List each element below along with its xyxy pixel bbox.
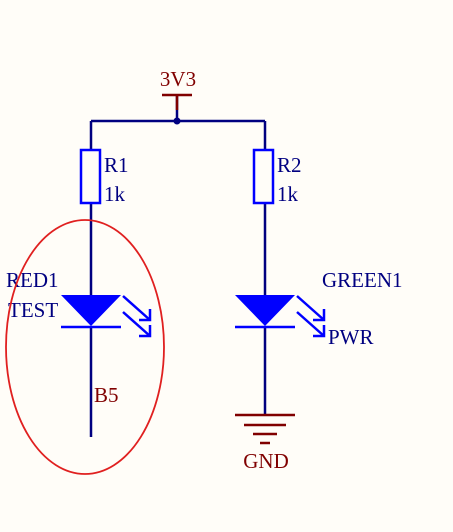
ground-symbol [235,413,295,445]
resistor-r2-value: 1k [277,182,299,206]
led-green1-designator: GREEN1 [322,268,403,292]
led-red1-designator: RED1 [6,268,59,292]
led-red1-emission-arrows-icon [122,295,152,338]
resistor-r2-designator: R2 [277,153,302,177]
ground-label: GND [243,449,289,473]
resistor-r2: R2 1k [252,148,302,206]
led-diode-icon [235,295,295,326]
net-label-b5: B5 [94,383,119,407]
led-green1-comment: PWR [328,325,374,349]
power-symbol-3v3: 3V3 [160,67,196,110]
led-diode-icon [61,295,121,326]
led-green1-emission-arrows-icon [296,295,326,338]
power-label: 3V3 [160,67,196,91]
resistor-r1-value: 1k [104,182,126,206]
led-green1: GREEN1 PWR [235,268,403,349]
resistor-r1: R1 1k [79,148,129,206]
led-red1: RED1 TEST [6,268,152,338]
resistor-r2-body [252,148,275,205]
highlight-ellipse [5,219,165,475]
resistor-r1-designator: R1 [104,153,129,177]
resistor-r1-body [79,148,102,205]
junction-dot [173,117,181,125]
led-red1-comment: TEST [8,298,58,322]
